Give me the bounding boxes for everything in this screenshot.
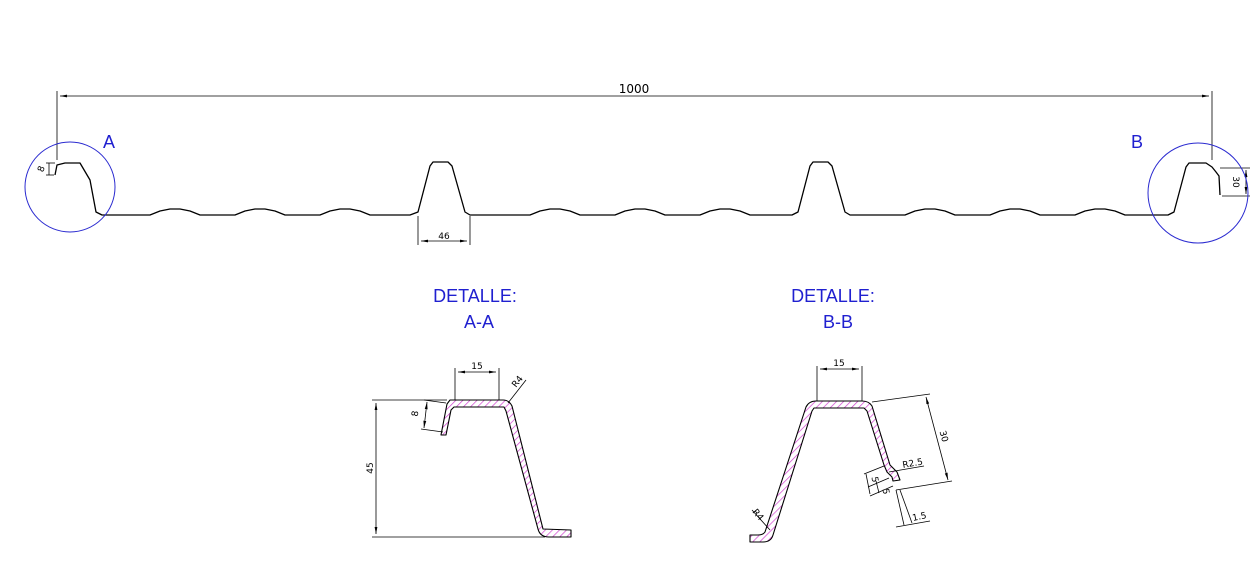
detail-b-section — [749, 400, 901, 543]
marker-b: B — [1131, 132, 1143, 152]
detail-b-top-width: 15 — [833, 359, 844, 369]
overall-width-dimension: 1000 — [56, 82, 1213, 160]
end-b-label: 30 — [1230, 176, 1240, 188]
detail-a: DETALLE: A-A 15 R4 8 45 — [366, 286, 572, 538]
detail-a-title-2: A-A — [464, 312, 494, 332]
profile-line — [54, 161, 1221, 216]
detail-b-circle — [1147, 142, 1249, 244]
detail-b-title-2: B-B — [823, 312, 853, 332]
detail-b: DETALLE: B-B 15 30 R2.5 5 5 1.5 R4 — [749, 286, 953, 543]
main-profile — [54, 161, 1221, 216]
end-a-dimension: 8 — [36, 162, 55, 176]
end-a-label: 8 — [36, 165, 47, 174]
rib-base-dimension: 46 — [417, 216, 471, 245]
detail-b-radius: R4 — [750, 508, 766, 524]
detail-b-title-1: DETALLE: — [791, 286, 875, 306]
detail-a-radius: R4 — [510, 374, 525, 390]
detail-a-lip: 8 — [411, 410, 422, 417]
detail-b-offset: 1.5 — [912, 511, 928, 524]
overall-width-label: 1000 — [619, 82, 650, 96]
end-b-dimension: 30 — [1220, 167, 1250, 197]
marker-a: A — [103, 132, 115, 152]
detail-a-title-1: DETALLE: — [433, 286, 517, 306]
rib-base-label: 46 — [438, 232, 450, 242]
detail-a-height: 45 — [366, 462, 376, 473]
detail-b-step-1: 5 — [869, 476, 880, 483]
detail-b-radius-small: R2.5 — [902, 458, 924, 471]
detail-b-depth: 30 — [937, 430, 950, 444]
detail-a-top-width: 15 — [471, 362, 482, 372]
detail-b-step-2: 5 — [880, 488, 891, 495]
detail-a-circle — [24, 141, 116, 233]
detail-a-section — [440, 399, 572, 538]
